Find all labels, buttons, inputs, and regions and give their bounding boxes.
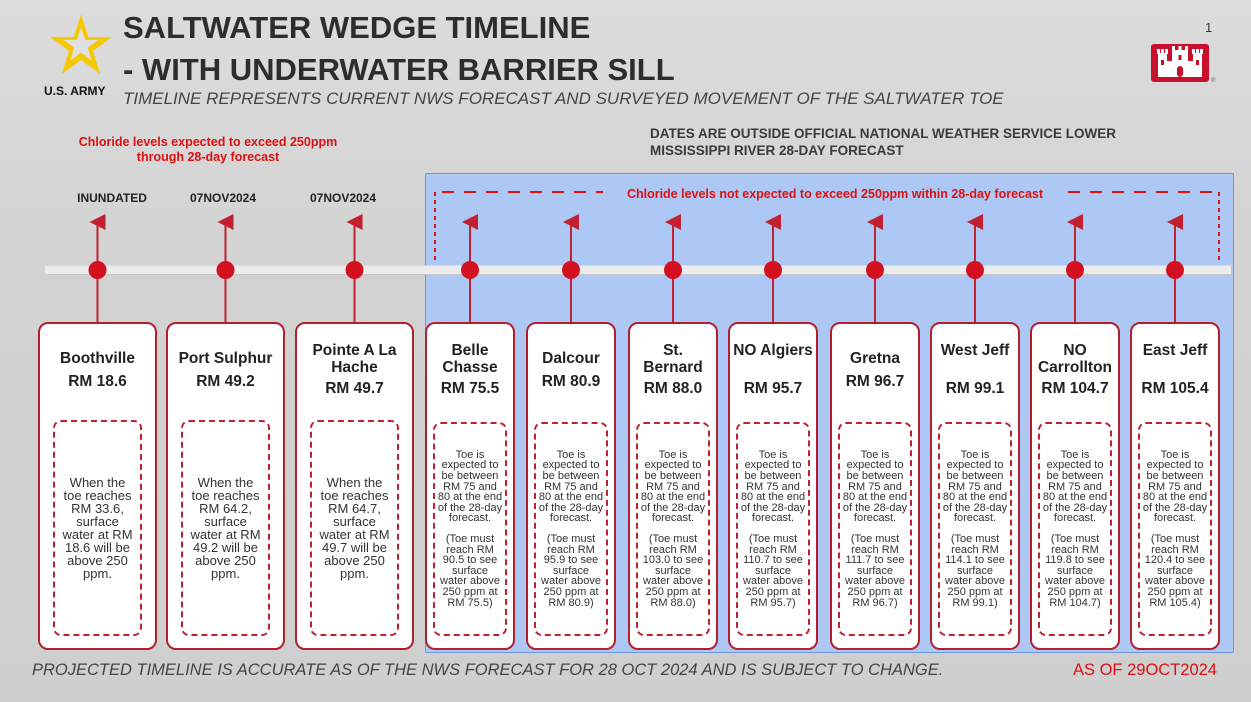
river-mile: RM 99.1 — [945, 380, 1005, 397]
river-mile: RM 88.0 — [643, 380, 703, 397]
registered-mark: ® — [1211, 78, 1216, 84]
date-label-boothville: INUNDATED — [77, 191, 147, 205]
exceed-note: Chloride levels expected to exceed 250pp… — [50, 135, 366, 165]
as-of-date: AS OF 29OCT2024 — [1073, 661, 1217, 679]
footer-disclaimer: PROJECTED TIMELINE IS ACCURATE AS OF THE… — [32, 661, 944, 679]
exceed-note-line2: through 28-day forecast — [136, 150, 280, 164]
river-mile: RM 49.7 — [325, 380, 384, 397]
river-mile: RM 49.2 — [196, 373, 255, 390]
location-name: Belle Chasse — [442, 342, 498, 376]
location-name: Gretna — [850, 350, 900, 367]
river-mile: RM 96.7 — [845, 373, 905, 390]
page-title-line2: - WITH UNDERWATER BARRIER SILL — [123, 52, 675, 87]
timeline-dot — [562, 261, 580, 279]
forecast-range-note: DATES ARE OUTSIDE OFFICIAL NATIONAL WEAT… — [650, 125, 1210, 159]
forecast-note-text: Toe is expected to be between RM 75 and … — [437, 448, 503, 525]
river-mile: RM 18.6 — [68, 373, 127, 390]
page-title: SALTWATER WEDGE TIMELINE — [123, 10, 591, 45]
forecast-note-text: When the toe reaches RM 33.6, surface wa… — [62, 475, 133, 581]
location-name: NO Algiers — [733, 342, 813, 359]
star-icon — [50, 14, 112, 74]
date-label-pointe-a-la-hache: 07NOV2024 — [309, 191, 377, 205]
location-name: Pointe A La Hache — [312, 342, 397, 376]
timeline-dot — [664, 261, 682, 279]
forecast-note-text: Toe is expected to be between RM 75 and … — [942, 448, 1008, 525]
river-mile: RM 75.5 — [440, 380, 500, 397]
forecast-note-text: Toe is expected to be between RM 75 and … — [538, 448, 604, 525]
threshold-note-text: (Toe must reach RM 95.9 to see surface w… — [541, 533, 601, 609]
forecast-note-text: Toe is expected to be between RM 75 and … — [842, 448, 908, 525]
forecast-range-note-line2: MISSISSIPPI RIVER 28-DAY FORECAST — [650, 143, 904, 158]
forecast-note-box: When the toe reaches RM 64.2, surface wa… — [181, 420, 270, 636]
forecast-range-note-line1: DATES ARE OUTSIDE OFFICIAL NATIONAL WEAT… — [650, 126, 1117, 141]
timeline-dot — [216, 261, 235, 279]
page-number: 1 — [1205, 20, 1213, 35]
page-subtitle: TIMELINE REPRESENTS CURRENT NWS FORECAST… — [123, 89, 1004, 108]
timeline-dot — [866, 261, 884, 279]
forecast-note-box: Toe is expected to be between RM 75 and … — [736, 422, 810, 636]
forecast-note-box: Toe is expected to be between RM 75 and … — [938, 422, 1012, 636]
threshold-note-text: (Toe must reach RM 111.7 to see surface … — [845, 533, 905, 609]
location-name: West Jeff — [940, 342, 1010, 359]
river-mile: RM 104.7 — [1041, 380, 1109, 397]
location-name: NO Carrollton — [1037, 342, 1113, 376]
forecast-note-box: Toe is expected to be between RM 75 and … — [433, 422, 507, 636]
forecast-note-text: Toe is expected to be between RM 75 and … — [640, 448, 706, 525]
not-exceed-caption: Chloride levels not expected to exceed 2… — [626, 187, 1044, 201]
army-logo-text: U.S. ARMY — [44, 84, 106, 98]
timeline-dot — [461, 261, 479, 279]
location-name: Dalcour — [542, 350, 600, 367]
timeline-dot — [88, 261, 107, 279]
timeline-dot — [966, 261, 984, 279]
timeline-dot — [345, 261, 364, 279]
timeline-dot — [1066, 261, 1084, 279]
forecast-note-text: When the toe reaches RM 64.2, surface wa… — [190, 475, 261, 581]
threshold-note-text: (Toe must reach RM 90.5 to see surface w… — [440, 533, 500, 609]
forecast-note-box: Toe is expected to be between RM 75 and … — [636, 422, 710, 636]
forecast-note-text: Toe is expected to be between RM 75 and … — [1142, 448, 1208, 525]
timeline-dot — [764, 261, 782, 279]
exceed-note-line1: Chloride levels expected to exceed 250pp… — [78, 135, 338, 149]
threshold-note-text: (Toe must reach RM 110.7 to see surface … — [743, 533, 803, 609]
forecast-note-text: When the toe reaches RM 64.7, surface wa… — [319, 475, 390, 581]
threshold-note-text: (Toe must reach RM 114.1 to see surface … — [945, 533, 1005, 609]
location-name: East Jeff — [1142, 342, 1208, 359]
timeline-dot — [1166, 261, 1184, 279]
threshold-note-text: (Toe must reach RM 119.8 to see surface … — [1045, 533, 1105, 609]
forecast-note-box: Toe is expected to be between RM 75 and … — [1138, 422, 1212, 636]
location-name: Boothville — [60, 350, 135, 367]
location-name: St. Bernard — [643, 342, 703, 376]
forecast-note-box: Toe is expected to be between RM 75 and … — [1038, 422, 1112, 636]
river-mile: RM 95.7 — [743, 380, 803, 397]
location-name: Port Sulphur — [178, 350, 273, 367]
forecast-note-box: Toe is expected to be between RM 75 and … — [838, 422, 912, 636]
forecast-note-text: Toe is expected to be between RM 75 and … — [1042, 448, 1108, 525]
river-mile: RM 105.4 — [1141, 380, 1209, 397]
castle-icon — [1151, 44, 1209, 82]
forecast-note-box: Toe is expected to be between RM 75 and … — [534, 422, 608, 636]
forecast-note-box: When the toe reaches RM 64.7, surface wa… — [310, 420, 399, 636]
timeline-bar — [45, 265, 1231, 275]
forecast-note-box: When the toe reaches RM 33.6, surface wa… — [53, 420, 142, 636]
threshold-note-text: (Toe must reach RM 120.4 to see surface … — [1144, 533, 1206, 609]
forecast-note-text: Toe is expected to be between RM 75 and … — [740, 448, 806, 525]
date-label-port-sulphur: 07NOV2024 — [189, 191, 257, 205]
threshold-note-text: (Toe must reach RM 103.0 to see surface … — [642, 533, 704, 609]
river-mile: RM 80.9 — [541, 373, 601, 390]
